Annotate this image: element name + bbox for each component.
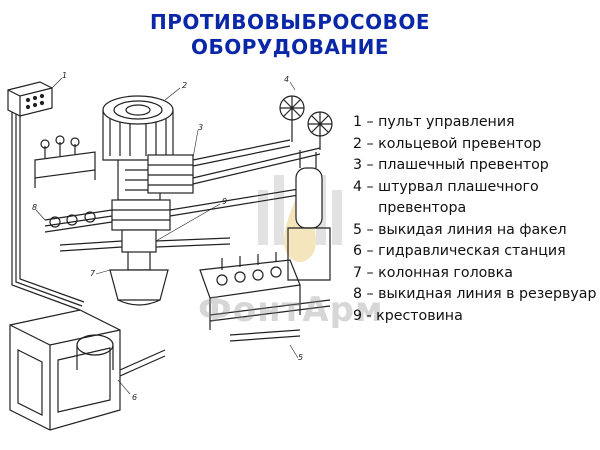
- legend-text: кольцевой превентор: [378, 135, 542, 152]
- label-6: 6: [132, 393, 137, 402]
- legend-number: 4 –: [353, 178, 379, 195]
- legend-item: 6 – гидравлическая станция: [353, 241, 598, 263]
- legend-number: 5 –: [353, 221, 379, 238]
- legend-text: штурвал плашечного превентора: [378, 178, 539, 217]
- legend-item: 4 – штурвал плашечного превентора: [353, 177, 598, 220]
- legend-text: колонная головка: [378, 264, 513, 281]
- legend-text: гидравлическая станция: [378, 243, 566, 259]
- title-line-2: ОБОРУДОВАНИЕ: [190, 35, 389, 59]
- callout-labels: [35, 77, 299, 395]
- label-3: 3: [198, 123, 203, 132]
- legend-number: 3 –: [353, 157, 379, 173]
- label-2: 2: [182, 81, 187, 90]
- legend-number: 2 –: [353, 135, 379, 152]
- legend-item: 9 - крестовина: [353, 306, 598, 328]
- watermark-text: ФонтАрм: [198, 290, 384, 330]
- label-4: 4: [284, 75, 289, 84]
- label-5: 5: [298, 353, 303, 362]
- ram-preventer-drawing: [111, 139, 321, 231]
- flare-line-drawing: [199, 150, 331, 342]
- legend-item: 7 – колонная головка: [353, 263, 598, 285]
- page-title: ПРОТИВОВЫБРОСОВОЕ ОБОРУДОВАНИЕ: [100, 10, 480, 60]
- legend-text: крестовина: [376, 307, 463, 324]
- legend-number: 8 –: [353, 286, 379, 302]
- label-7: 7: [90, 269, 96, 278]
- legend-item: 3 – плашечный превентор: [353, 155, 598, 177]
- handwheel-drawing: [279, 95, 333, 150]
- cross-and-casing-head-drawing: [59, 229, 231, 306]
- legend-number: 7 –: [353, 264, 379, 281]
- legend-text: пульт управления: [378, 114, 515, 130]
- equipment-drawing: 1 2 3 4 5 6 7 8 9: [7, 71, 333, 431]
- legend-item: 8 – выкидная линия в резервуар: [353, 284, 598, 306]
- legend-number: 9 -: [353, 307, 377, 324]
- title-line-1: ПРОТИВОВЫБРОСОВОЕ: [150, 10, 430, 34]
- legend-number: 1 –: [353, 114, 379, 130]
- legend-item: 5 – выкидая линия на факел: [353, 220, 598, 242]
- control-panel-drawing: [7, 81, 85, 311]
- label-1: 1: [62, 71, 67, 80]
- legend-item: 1 – пульт управления: [353, 112, 598, 134]
- legend-number: 6 –: [353, 243, 379, 259]
- label-9: 9: [222, 197, 227, 206]
- label-8: 8: [32, 203, 37, 212]
- legend-text: выкидая линия на факел: [378, 221, 567, 238]
- legend-item: 2 – кольцевой превентор: [353, 134, 598, 156]
- legend-text: плашечный превентор: [378, 157, 549, 173]
- reservoir-line-drawing: [34, 135, 113, 233]
- legend: 1 – пульт управления 2 – кольцевой преве…: [353, 112, 598, 327]
- hydraulic-station-drawing: [9, 309, 166, 431]
- legend-text: выкидная линия в резервуар: [378, 286, 597, 302]
